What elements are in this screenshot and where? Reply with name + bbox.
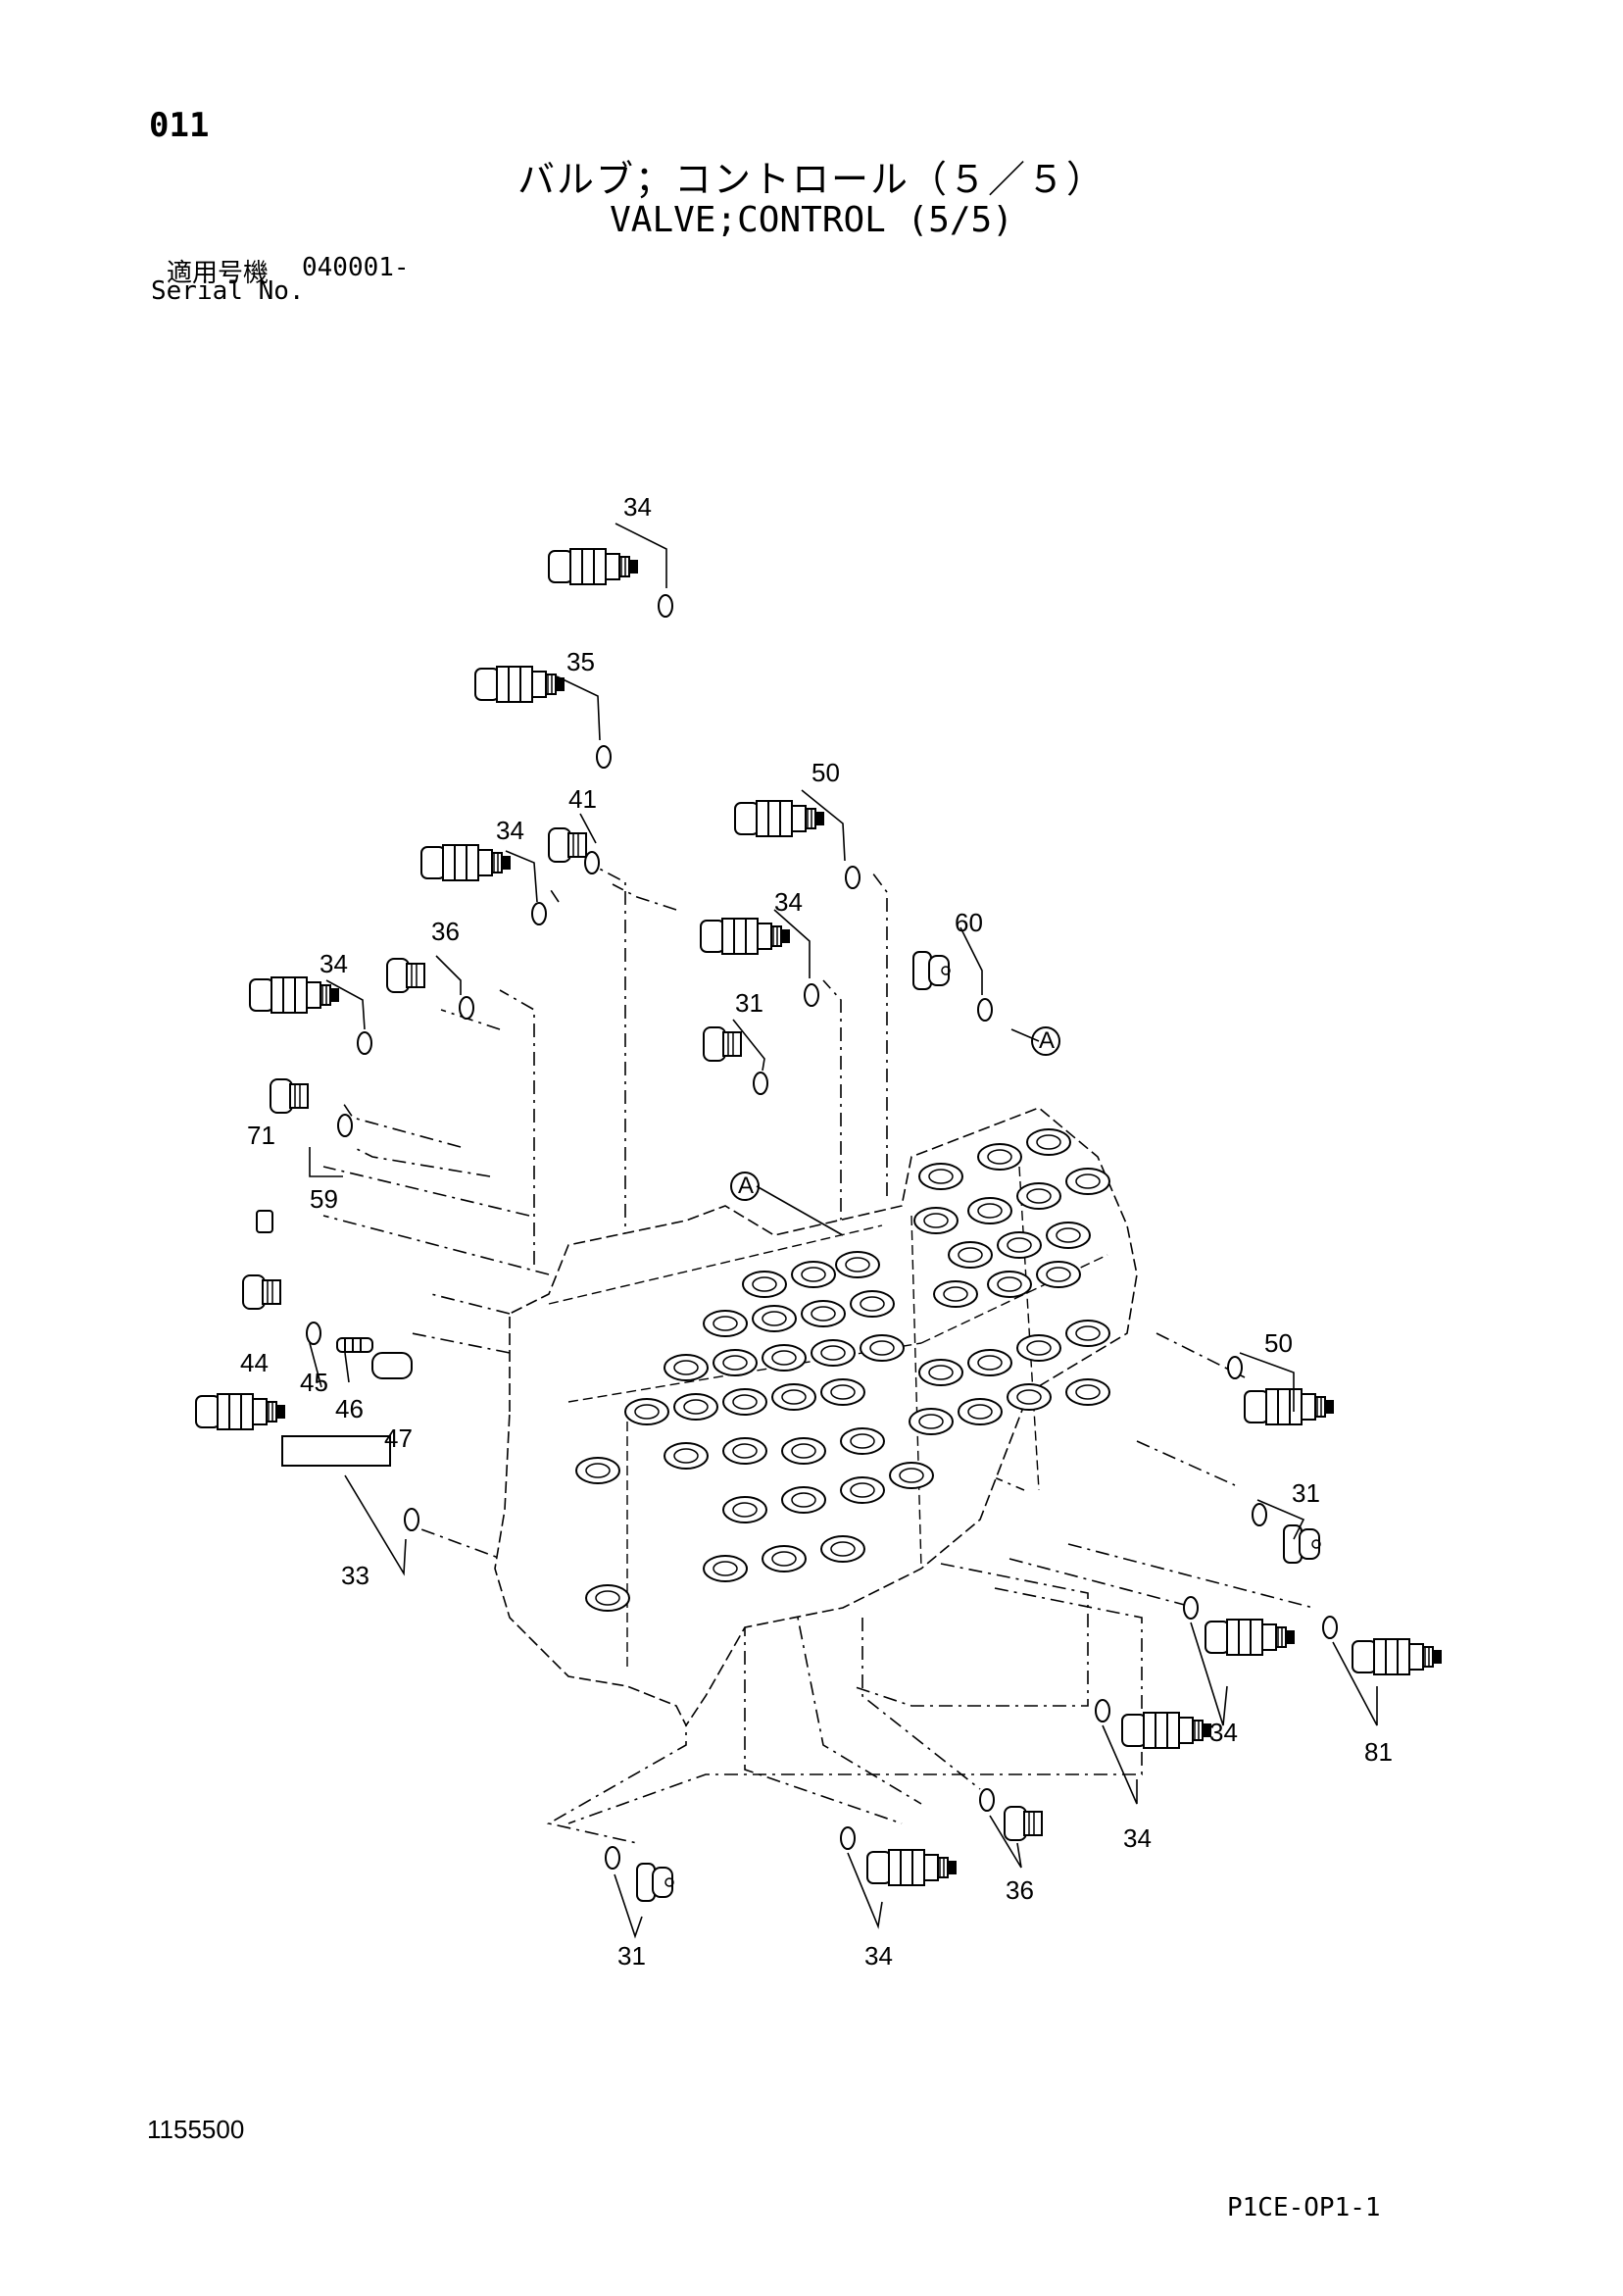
callout-31: 31 [1292, 1478, 1320, 1508]
callout-34: 34 [1123, 1823, 1152, 1853]
page-number: 011 [149, 106, 210, 145]
callout-33: 33 [341, 1561, 369, 1590]
callout-34: 34 [623, 492, 652, 522]
callout-36: 36 [1006, 1875, 1034, 1905]
title-english: VALVE;CONTROL (5/5) [610, 200, 1013, 240]
page-code: P1CE-OP1-1 [1227, 2193, 1381, 2222]
callout-35: 35 [566, 647, 595, 676]
callout-81: 81 [1364, 1737, 1393, 1767]
callout-59: 59 [310, 1184, 338, 1214]
callout-36: 36 [431, 917, 460, 946]
callout-47: 47 [384, 1423, 413, 1453]
callout-60: 60 [955, 908, 983, 937]
callout-44: 44 [240, 1348, 269, 1377]
callout-31: 31 [617, 1941, 646, 1971]
serial-range: 040001- [302, 253, 410, 282]
callout-31: 31 [735, 988, 763, 1018]
callout-45: 45 [300, 1368, 328, 1397]
drawing-number: 1155500 [147, 2115, 245, 2144]
callout-41: 41 [568, 784, 597, 814]
reference-a-label: A [1039, 1027, 1056, 1054]
callout-50: 50 [812, 758, 840, 787]
callout-34: 34 [1209, 1718, 1238, 1747]
callout-71: 71 [247, 1121, 275, 1150]
callout-34: 34 [864, 1941, 893, 1971]
callout-34: 34 [774, 887, 803, 917]
callout-50: 50 [1264, 1328, 1293, 1358]
callout-34: 34 [496, 816, 524, 845]
serial-label-english: Serial No. [151, 276, 305, 306]
callout-46: 46 [335, 1394, 364, 1423]
reference-a-label: A [738, 1173, 755, 1199]
parts [195, 548, 1442, 1902]
serial-label-japanese: 適用号機 [167, 259, 270, 288]
title-japanese: バルブ；コントロール（５／５） [516, 158, 1106, 201]
callout-34: 34 [320, 949, 348, 978]
